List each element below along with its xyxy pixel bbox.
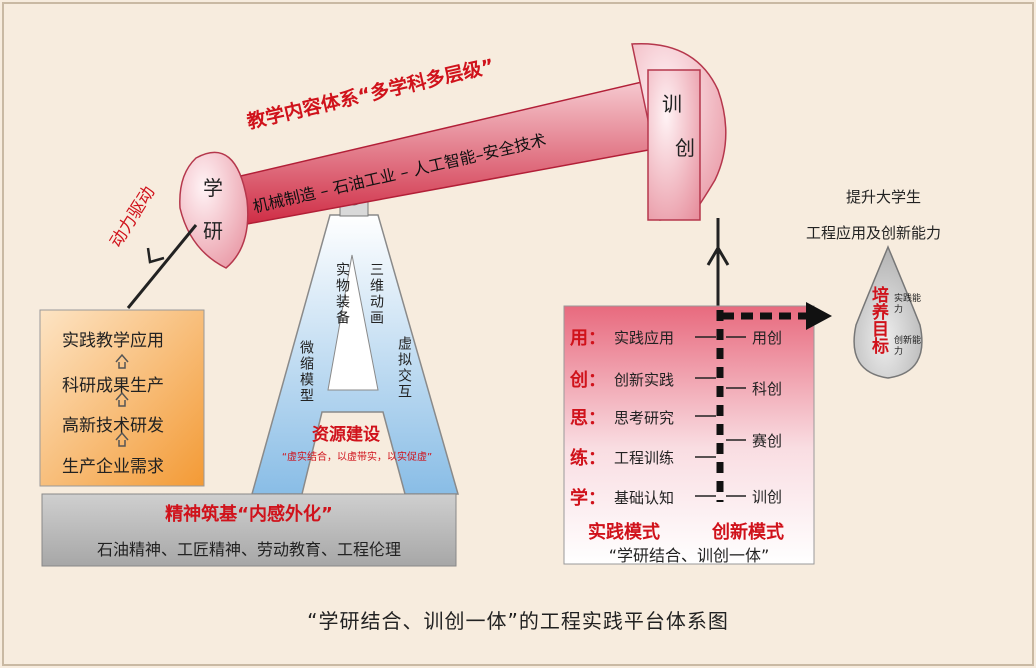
horsehead-body bbox=[647, 69, 701, 221]
practice-label-2: 创新实践 bbox=[614, 371, 675, 389]
practice-label-3: 思考研究 bbox=[614, 409, 675, 427]
practice-key-2: 创： bbox=[570, 370, 606, 391]
practice-label-5: 基础认知 bbox=[614, 489, 675, 507]
goal-drop-note-1: 实践能力 bbox=[894, 294, 922, 315]
stack-item-3: 高新技术研发 bbox=[62, 416, 164, 436]
base-items: 石油精神、工匠精神、劳动教育、工程伦理 bbox=[96, 540, 401, 559]
drive-arrow bbox=[146, 247, 165, 264]
practice-bg bbox=[563, 305, 815, 565]
base-title: 精神筑基“内感外化” bbox=[165, 504, 333, 525]
a-frame-slogan: “虚实结合，以虚带实，以实促虚” bbox=[281, 452, 433, 463]
practice-label-1: 实践应用 bbox=[614, 329, 675, 347]
goal-line-1: 提升大学生 bbox=[846, 188, 922, 206]
drive-line bbox=[126, 224, 198, 309]
a-frame-label-3d: 三维动画 bbox=[368, 262, 384, 326]
a-frame-title: 资源建设 bbox=[312, 425, 380, 445]
practice-key-4: 练： bbox=[570, 448, 606, 469]
left-ticks bbox=[695, 336, 716, 497]
horsehead-char-2: 创 bbox=[675, 136, 695, 160]
diagram-caption: “学研结合、训创一体”的工程实践平台体系图 bbox=[307, 609, 729, 633]
counterweight-char-2: 研 bbox=[203, 219, 223, 243]
a-frame-label-vr: 虚拟交互 bbox=[396, 336, 412, 400]
practice-mode-label: 实践模式 bbox=[588, 522, 660, 543]
counterweight bbox=[179, 151, 249, 269]
innovation-item-2: 科创 bbox=[752, 380, 783, 398]
stack-item-4: 生产企业需求 bbox=[62, 457, 164, 477]
a-frame-label-model: 实物装备 bbox=[334, 262, 350, 326]
practice-slogan: “学研结合、训创一体” bbox=[608, 546, 770, 565]
innovation-item-3: 赛创 bbox=[752, 432, 783, 450]
stack-item-1: 实践教学应用 bbox=[62, 331, 164, 351]
practice-label-4: 工程训练 bbox=[614, 449, 675, 467]
a-frame-label-mini: 微缩模型 bbox=[298, 340, 314, 404]
left-stack-bg bbox=[39, 309, 205, 487]
goal-drop-title: 培养目标 bbox=[868, 286, 888, 354]
practice-key-3: 思： bbox=[570, 408, 606, 429]
goal-arrow-head bbox=[806, 302, 832, 330]
practice-key-5: 学： bbox=[570, 488, 606, 509]
horsehead-char-1: 训 bbox=[662, 92, 682, 116]
innovation-mode-label: 创新模式 bbox=[712, 522, 784, 543]
stack-item-2: 科研成果生产 bbox=[62, 376, 164, 396]
counterweight-char-1: 学 bbox=[203, 176, 223, 200]
a-frame-inner bbox=[327, 254, 379, 391]
practice-key-1: 用： bbox=[570, 328, 606, 349]
goal-drop-note-2: 创新能力 bbox=[894, 336, 922, 357]
rod-arrow bbox=[706, 245, 730, 266]
goal-line-2: 工程应用及创新能力 bbox=[806, 224, 942, 242]
base-bg bbox=[41, 493, 457, 567]
innovation-item-1: 用创 bbox=[752, 329, 783, 347]
innovation-item-4: 训创 bbox=[752, 488, 783, 506]
stack-arrows bbox=[115, 353, 129, 447]
goal-drop bbox=[853, 245, 923, 379]
right-ticks bbox=[726, 336, 746, 497]
